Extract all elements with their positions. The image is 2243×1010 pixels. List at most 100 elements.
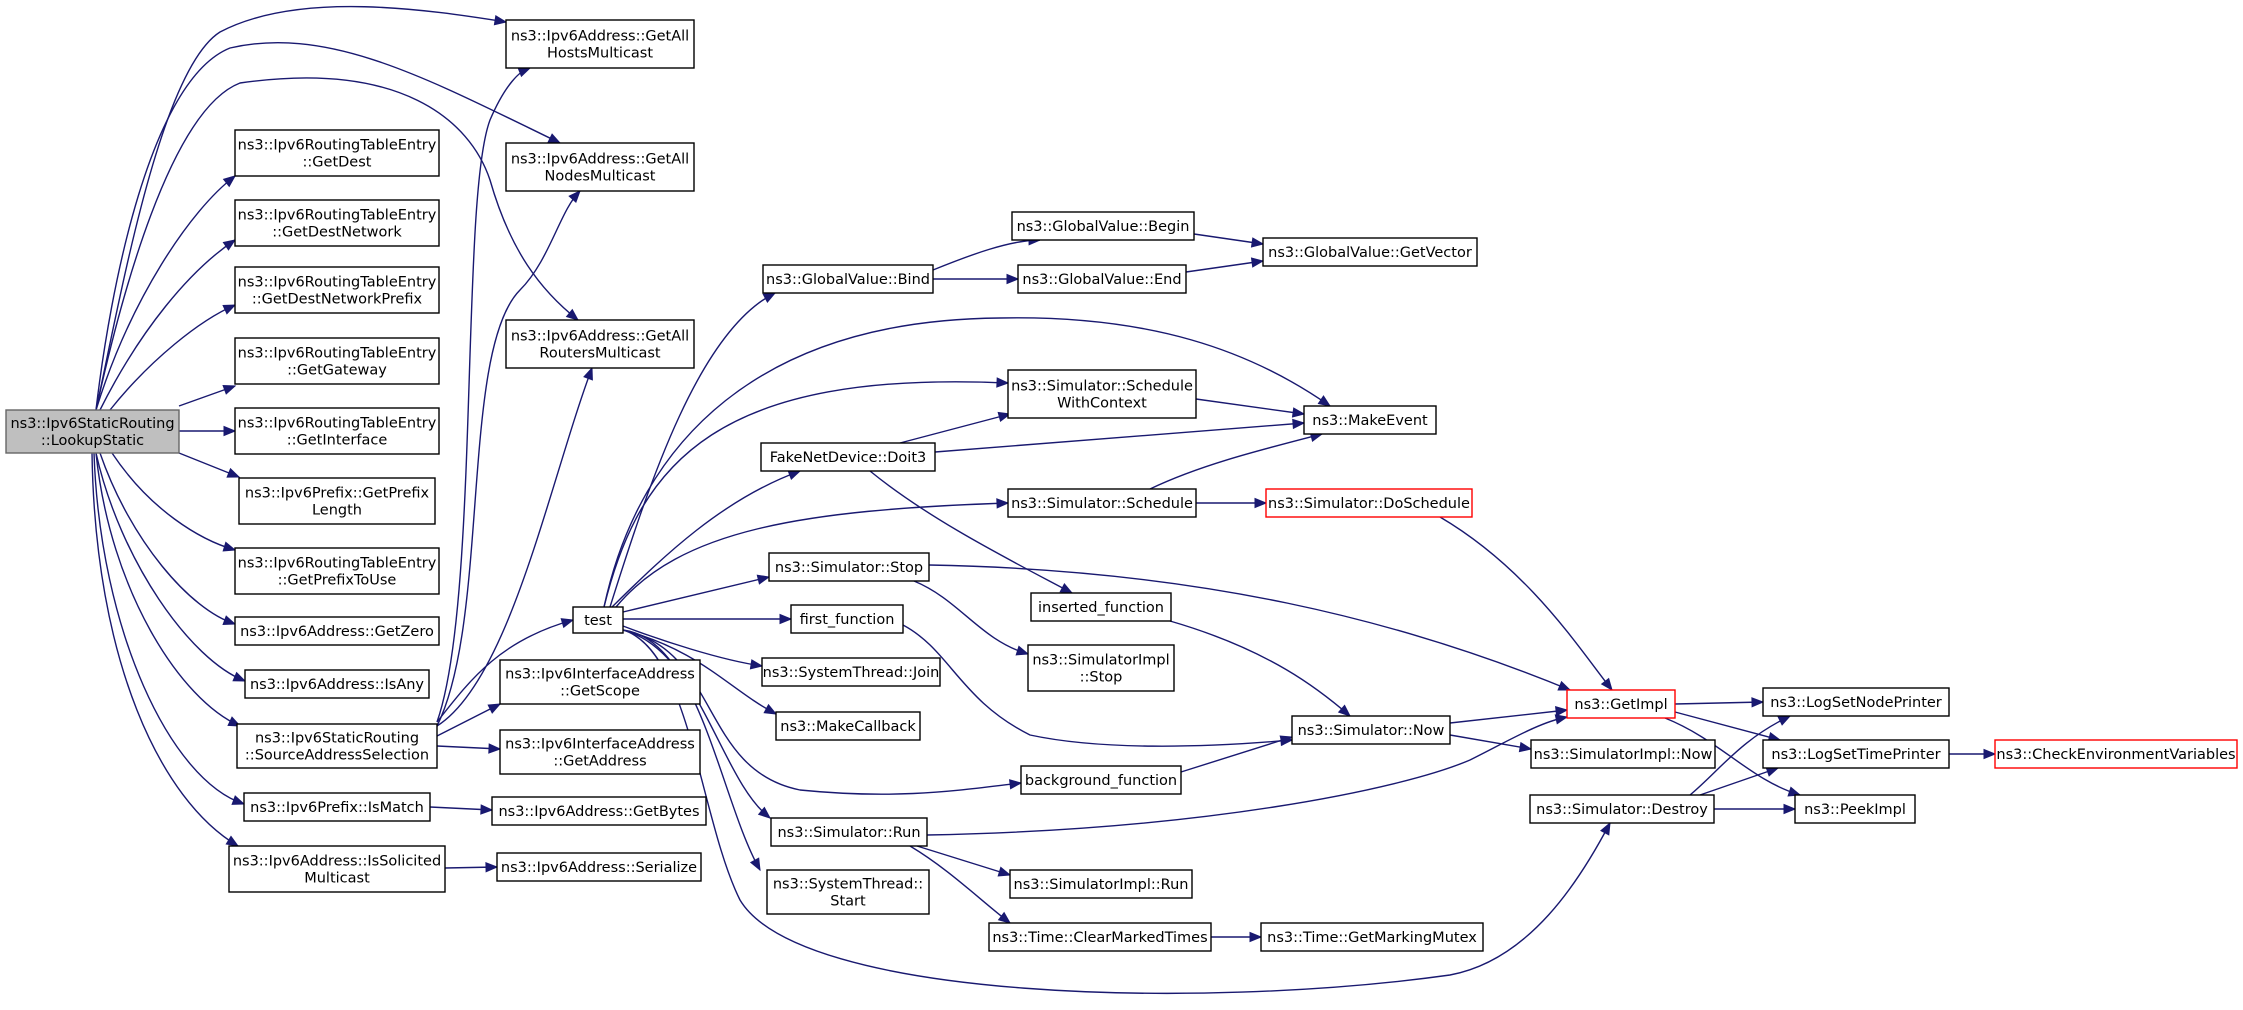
- arrowhead: [779, 613, 793, 625]
- node-label: ns3::LogSetTimePrinter: [1771, 747, 1940, 763]
- node-gvBind[interactable]: ns3::GlobalValue::Bind: [762, 264, 934, 294]
- node-box: [491, 796, 707, 826]
- node-doit3[interactable]: FakeNetDevice::Doit3: [760, 442, 936, 472]
- node-label: ns3::Ipv6Prefix::GetPrefix: [245, 486, 430, 502]
- node-box: [496, 852, 702, 882]
- arrowhead: [1518, 741, 1533, 753]
- edge-doit3-to-insertedFn: [869, 470, 1073, 594]
- edge-simDestroy-to-logTime: [1699, 767, 1779, 796]
- node-box: [770, 817, 928, 847]
- edge-schedWithCtx-to-makeEvent: [1195, 398, 1305, 415]
- node-box: [228, 845, 446, 893]
- node-label: ::GetScope: [560, 684, 640, 700]
- node-isAny[interactable]: ns3::Ipv6Address::IsAny: [244, 669, 430, 699]
- node-clearMarked[interactable]: ns3::Time::ClearMarkedTimes: [988, 922, 1212, 952]
- node-box: [1011, 211, 1195, 241]
- edge-schedule-to-makeEvent: [1149, 433, 1323, 490]
- node-label: ns3::Time::GetMarkingMutex: [1267, 930, 1477, 946]
- edge-insertedFn-to-simNow: [1169, 620, 1351, 717]
- node-getBytes[interactable]: ns3::Ipv6Address::GetBytes: [491, 796, 707, 826]
- node-stStart[interactable]: ns3::SystemThread::Start: [766, 869, 930, 915]
- node-label: ns3::Ipv6Address::Serialize: [501, 860, 697, 876]
- node-insertedFn[interactable]: inserted_function: [1030, 592, 1172, 622]
- node-makeCallback[interactable]: ns3::MakeCallback: [775, 711, 921, 741]
- node-implStop[interactable]: ns3::SimulatorImpl::Stop: [1027, 644, 1175, 692]
- node-sourceAddrSel[interactable]: ns3::Ipv6StaticRouting::SourceAddressSel…: [236, 723, 438, 769]
- edge-root-to-isMatch: [93, 452, 245, 805]
- node-box: [505, 19, 695, 69]
- arrowhead: [1250, 237, 1265, 248]
- node-firstFn[interactable]: first_function: [790, 604, 904, 634]
- node-label: RoutersMulticast: [539, 346, 660, 362]
- node-simDestroy[interactable]: ns3::Simulator::Destroy: [1529, 794, 1715, 824]
- node-stJoin[interactable]: ns3::SystemThread::Join: [761, 657, 941, 687]
- edge-getImpl-to-logNode: [1674, 701, 1764, 705]
- node-peekImpl[interactable]: ns3::PeekImpl: [1794, 794, 1916, 824]
- edge-test-to-simRun: [622, 629, 771, 819]
- node-box: [234, 616, 440, 646]
- node-doSchedule[interactable]: ns3::Simulator::DoSchedule: [1265, 488, 1473, 518]
- node-gvGetVector[interactable]: ns3::GlobalValue::GetVector: [1262, 237, 1478, 267]
- node-getDestNetwork[interactable]: ns3::Ipv6RoutingTableEntry::GetDestNetwo…: [234, 199, 440, 247]
- node-box: [1529, 794, 1715, 824]
- edge-root-to-sourceAddrSel: [95, 452, 241, 727]
- node-getZero[interactable]: ns3::Ipv6Address::GetZero: [234, 616, 440, 646]
- arrowhead: [1292, 418, 1306, 430]
- node-label: ns3::GlobalValue::GetVector: [1268, 245, 1472, 261]
- node-label: ns3::Ipv6InterfaceAddress: [505, 737, 695, 753]
- node-checkEnv[interactable]: ns3::CheckEnvironmentVariables: [1994, 739, 2238, 769]
- node-gvBegin[interactable]: ns3::GlobalValue::Begin: [1011, 211, 1195, 241]
- node-getPrefixToUse[interactable]: ns3::Ipv6RoutingTableEntry::GetPrefixToU…: [234, 547, 440, 595]
- node-simRun[interactable]: ns3::Simulator::Run: [770, 817, 928, 847]
- node-label: Multicast: [304, 871, 370, 887]
- node-label: ::GetAddress: [553, 754, 646, 770]
- node-label: ns3::Simulator::Stop: [775, 560, 923, 576]
- node-label: ns3::Ipv6Address::GetAll: [511, 329, 689, 345]
- node-implNow[interactable]: ns3::SimulatorImpl::Now: [1530, 739, 1716, 769]
- node-label: ns3::Ipv6RoutingTableEntry: [238, 138, 437, 154]
- node-implRun[interactable]: ns3::SimulatorImpl::Run: [1009, 869, 1193, 899]
- node-test[interactable]: test: [572, 606, 624, 634]
- node-simStop[interactable]: ns3::Simulator::Stop: [768, 552, 930, 582]
- node-getScope[interactable]: ns3::Ipv6InterfaceAddress::GetScope: [499, 659, 701, 705]
- node-label: ns3::Simulator::Schedule: [1011, 379, 1193, 395]
- node-serialize[interactable]: ns3::Ipv6Address::Serialize: [496, 852, 702, 882]
- node-label: ns3::Simulator::Now: [1298, 723, 1445, 739]
- node-gvEnd[interactable]: ns3::GlobalValue::End: [1017, 264, 1187, 294]
- edge-simStop-to-implStop: [913, 580, 1029, 655]
- node-box: [236, 723, 438, 769]
- node-bgFn[interactable]: background_function: [1020, 765, 1182, 795]
- node-getDest[interactable]: ns3::Ipv6RoutingTableEntry::GetDest: [234, 129, 440, 177]
- edge-test-to-stStart: [622, 629, 761, 871]
- node-box: [1762, 739, 1950, 769]
- node-root[interactable]: ns3::Ipv6StaticRouting::LookupStatic: [5, 409, 180, 454]
- node-getDestNetworkPrefix[interactable]: ns3::Ipv6RoutingTableEntry::GetDestNetwo…: [234, 266, 440, 314]
- node-simNow[interactable]: ns3::Simulator::Now: [1291, 715, 1451, 745]
- node-getInterface[interactable]: ns3::Ipv6RoutingTableEntry::GetInterface: [234, 407, 440, 455]
- node-box: [1020, 765, 1182, 795]
- node-getGateway[interactable]: ns3::Ipv6RoutingTableEntry::GetGateway: [234, 337, 440, 385]
- edge-gvEnd-to-gvGetVector: [1185, 260, 1264, 273]
- arrowhead: [223, 425, 237, 437]
- arrowhead: [488, 743, 502, 754]
- node-box: [762, 264, 934, 294]
- node-getImpl[interactable]: ns3::GetImpl: [1566, 689, 1676, 719]
- node-makeEvent[interactable]: ns3::MakeEvent: [1303, 405, 1437, 435]
- node-label: ns3::Ipv6Address::IsAny: [250, 677, 424, 693]
- node-label: ns3::Ipv6RoutingTableEntry: [238, 275, 437, 291]
- node-schedule[interactable]: ns3::Simulator::Schedule: [1007, 488, 1197, 518]
- node-logTime[interactable]: ns3::LogSetTimePrinter: [1762, 739, 1950, 769]
- arrowhead: [1254, 497, 1268, 509]
- node-logNode[interactable]: ns3::LogSetNodePrinter: [1762, 687, 1950, 717]
- node-label: ns3::Ipv6Address::GetAll: [511, 152, 689, 168]
- node-isMatch[interactable]: ns3::Ipv6Prefix::IsMatch: [243, 792, 431, 822]
- node-getMarkingMutex[interactable]: ns3::Time::GetMarkingMutex: [1260, 922, 1484, 952]
- arrowhead: [1337, 704, 1352, 717]
- node-getAddress[interactable]: ns3::Ipv6InterfaceAddress::GetAddress: [499, 729, 701, 775]
